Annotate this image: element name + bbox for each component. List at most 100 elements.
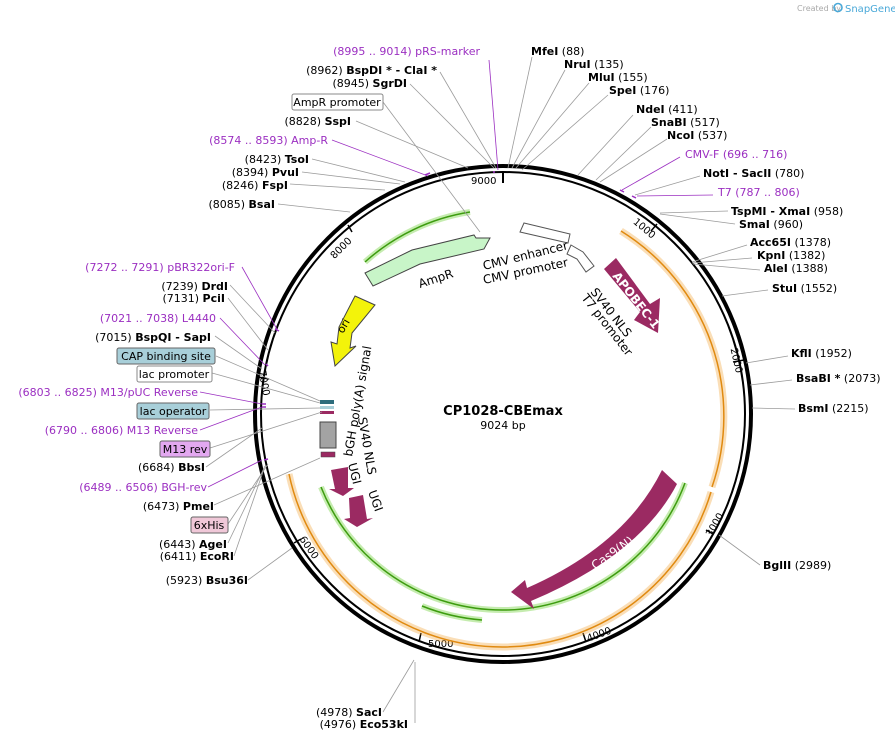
feature-ugi-1	[329, 467, 354, 496]
label-lines	[199, 56, 796, 723]
feature-apobec1	[604, 258, 660, 333]
site-label-kpni: KpnI (1382)	[757, 249, 825, 262]
leader-line	[599, 138, 668, 183]
leader-line	[751, 407, 796, 410]
site-label-kfli: KflI (1952)	[791, 347, 852, 360]
site-label-prs-marker: (8995 .. 9014) pRS-marker	[333, 45, 480, 58]
leader-line	[636, 194, 714, 197]
site-label-pcii: (7131) PciI	[162, 292, 225, 305]
leader-line	[634, 175, 701, 196]
site-label-bsmi: BsmI (2215)	[798, 402, 869, 415]
orf-lines	[285, 209, 728, 651]
leader-line	[289, 183, 386, 191]
site-label-ampr-promoter: AmpR promoter	[293, 96, 381, 109]
leader-line	[229, 284, 276, 334]
leader-line	[233, 468, 265, 557]
tick-3000	[705, 529, 714, 535]
box-6xhis	[190, 516, 229, 534]
leader-line	[227, 297, 269, 351]
tick-label-7000: 7000	[256, 370, 271, 397]
site-label-bbsi: (6684) BbsI	[138, 461, 205, 474]
feature-label-ori: ori	[334, 317, 352, 336]
site-label-amp-r: (8574 .. 8593) Amp-R	[209, 134, 328, 147]
site-label-alei: AleI (1388)	[764, 262, 828, 275]
marker-pbr322	[274, 328, 280, 332]
leader-line	[749, 379, 793, 386]
leader-line	[745, 355, 789, 364]
site-label-cmv-f: CMV-F (696 .. 716)	[685, 148, 787, 161]
site-label-spei: SpeI (176)	[609, 84, 669, 97]
site-label-sgrdi: (8945) SgrDI	[332, 77, 407, 90]
leader-line	[691, 244, 748, 263]
box-m13-rev	[159, 440, 211, 458]
marker-bgh	[263, 458, 269, 461]
feature-lac-marker-2	[320, 406, 334, 409]
site-label-stui: StuI (1552)	[772, 282, 837, 295]
leader-line	[621, 156, 681, 191]
box-lac-promoter	[136, 365, 213, 383]
leader-line	[691, 257, 753, 264]
site-label-ndei: NdeI (411)	[636, 103, 698, 116]
box-ampr-promoter	[291, 93, 384, 111]
site-label-mfei: MfeI (88)	[531, 45, 584, 58]
leader-line	[692, 263, 761, 271]
site-label-bsu36i: (5923) Bsu36I	[166, 574, 248, 587]
tick-7000	[257, 376, 270, 380]
site-label-pvui: (8394) PvuI	[232, 166, 299, 179]
site-label-mlui: MluI (155)	[588, 71, 648, 84]
feature-label-ugi-1: UGI	[345, 461, 364, 485]
site-label-fspi: (8246) FspI	[222, 179, 288, 192]
box-lac-operator	[136, 402, 210, 420]
watermark-prefix: Created by	[797, 4, 841, 13]
gene-arc-green-lower-core	[320, 482, 686, 611]
watermark-brand: SnapGene	[845, 4, 895, 15]
site-label-pmei: (6473) PmeI	[143, 500, 214, 513]
tick-4000	[582, 632, 587, 643]
tick-label-5000: 5000	[428, 639, 453, 650]
gene-arc-green-upper-core	[364, 211, 471, 263]
site-label-bsai: (8085) BsaI	[208, 198, 275, 211]
marker-cmv-f	[619, 189, 625, 193]
primer-markers	[262, 171, 637, 461]
site-label-bspqi-sapi: (7015) BspQI - SapI	[95, 331, 211, 344]
leader-line	[213, 457, 321, 506]
tick-label-8000: 8000	[329, 236, 355, 262]
snapgene-logo-icon	[833, 2, 843, 13]
site-label-bglii: BglII (2989)	[763, 559, 831, 572]
leader-line	[215, 355, 321, 402]
site-label-m13-reverse: (6790 .. 6806) M13 Reverse	[45, 424, 198, 437]
tick-label-9000: 9000	[471, 176, 496, 187]
leader-line	[247, 547, 293, 581]
leader-line	[211, 372, 321, 404]
site-label-6xhis: 6xHis	[194, 519, 225, 532]
feature-label-ampr: AmpR	[417, 266, 455, 290]
leader-line	[382, 659, 415, 713]
leader-line	[214, 335, 263, 370]
site-label-pbr322ori-f: (7272 .. 7291) pBR322ori-F	[85, 261, 235, 274]
feature-label-ugi-2: UGI	[365, 488, 386, 513]
leader-line	[521, 94, 609, 171]
tick-1000	[650, 223, 658, 232]
tick-2000	[732, 359, 745, 363]
leader-line	[409, 83, 495, 169]
leader-line	[241, 266, 279, 332]
tick-8000	[347, 224, 353, 233]
leader-line	[355, 120, 469, 169]
marker-l4440	[265, 363, 269, 367]
site-label-tspmi-xmai: TspMI - XmaI (958)	[731, 205, 843, 218]
site-label-nrui: NruI (135)	[564, 58, 624, 71]
site-label-t7: T7 (787 .. 806)	[717, 186, 800, 199]
site-label-acc65i: Acc65I (1378)	[750, 236, 831, 249]
box-cap-binding-site	[116, 347, 216, 365]
feature-lac-marker-1	[320, 400, 334, 404]
leader-line	[511, 69, 566, 169]
leader-line	[277, 203, 351, 213]
tick-5000	[418, 632, 422, 643]
leader-line	[311, 158, 406, 183]
feature-ugi-2	[344, 495, 373, 527]
leader-line	[219, 317, 266, 366]
site-label-noti-sacii: NotI - SacII (780)	[703, 167, 804, 180]
site-label-drdi: (7239) DrdI	[161, 280, 228, 293]
site-label-sspi: (8828) SspI	[284, 115, 351, 128]
